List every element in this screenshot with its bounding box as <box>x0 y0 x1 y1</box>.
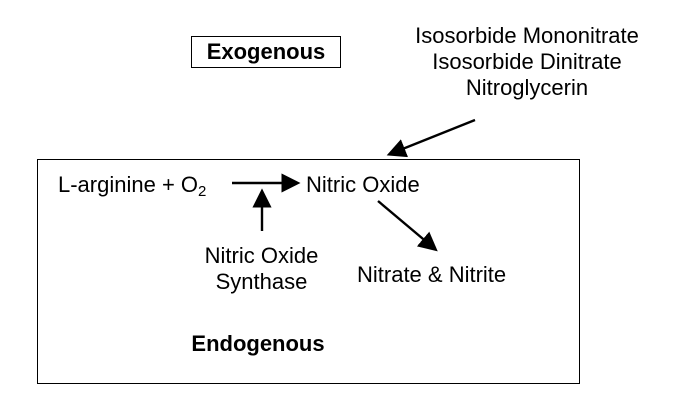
exogenous-label-box <box>191 36 341 68</box>
exogenous-drug-list: Isosorbide Mononitrate Isosorbide Dinitr… <box>382 23 672 101</box>
enzyme-label: Nitric Oxide Synthase <box>184 243 339 295</box>
enzyme-line-2: Synthase <box>215 269 308 294</box>
exogenous-input-arrow <box>386 118 476 158</box>
drug-item-nitroglycerin: Nitroglycerin <box>465 75 589 100</box>
endogenous-pathway-box <box>37 159 580 384</box>
drug-item-isosorbide-dinitrate: Isosorbide Dinitrate <box>432 49 622 74</box>
nitric-oxide-label: Nitric Oxide <box>306 172 420 197</box>
oxygen-subscript: 2 <box>198 183 207 200</box>
endogenous-label: Endogenous <box>191 331 325 356</box>
substrate-main-text: L-arginine + O <box>58 172 199 197</box>
drug-item-isosorbide-mononitrate: Isosorbide Mononitrate <box>415 23 639 48</box>
enzyme-line-1: Nitric Oxide <box>204 243 319 268</box>
oxidation-arrow <box>377 200 438 252</box>
substrate-label: L-arginine + O2 <box>58 172 207 200</box>
metabolites-label: Nitrate & Nitrite <box>357 262 507 287</box>
exogenous-label: Exogenous <box>206 39 326 64</box>
